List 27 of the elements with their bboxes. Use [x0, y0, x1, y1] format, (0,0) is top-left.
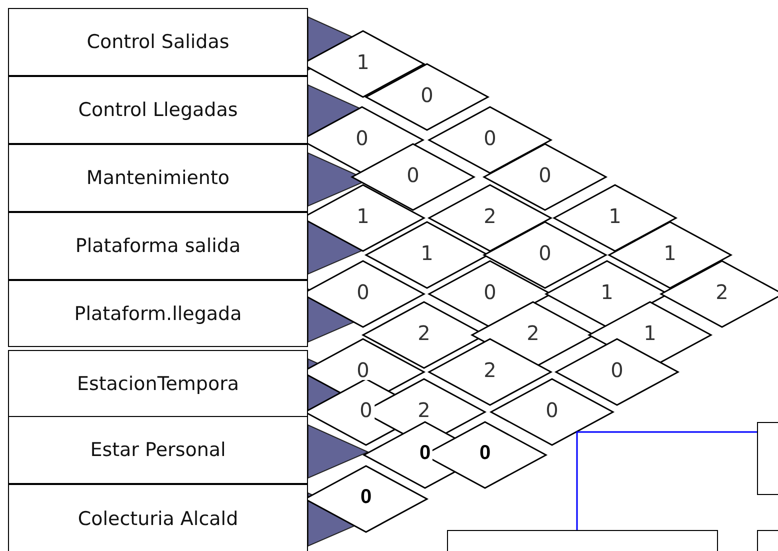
matrix-value: 0 [536, 243, 554, 263]
matrix-value: 0 [418, 85, 436, 105]
matrix-value: 0 [544, 400, 560, 420]
row-label: Colecturia Alcald [78, 508, 238, 530]
row-label: Mantenimiento [86, 167, 230, 189]
row-label: Plataforma salida [75, 235, 241, 257]
row-label: EstacionTempora [76, 373, 240, 395]
empty-box [447, 530, 718, 551]
matrix-value: 0 [404, 165, 422, 185]
matrix-value: 0 [354, 282, 372, 302]
row-label: Control Salidas [86, 31, 230, 53]
matrix-value: 0 [482, 128, 498, 148]
empty-box [757, 422, 778, 495]
row-label-box [8, 144, 308, 212]
matrix-value: 0 [482, 282, 498, 302]
row-label: Estar Personal [90, 439, 226, 461]
row-label-box [8, 416, 308, 484]
matrix-value: 0 [417, 443, 433, 463]
row-label: Plataform.llegada [74, 302, 242, 324]
matrix-value: 0 [536, 165, 554, 185]
matrix-value: 0 [358, 400, 374, 420]
empty-box [757, 530, 778, 551]
connector-line [576, 431, 757, 530]
matrix-value: 0 [608, 360, 626, 380]
row-label: Control Llegadas [78, 99, 238, 121]
matrix-value: 0 [354, 128, 370, 148]
matrix-value: 0 [354, 360, 372, 380]
